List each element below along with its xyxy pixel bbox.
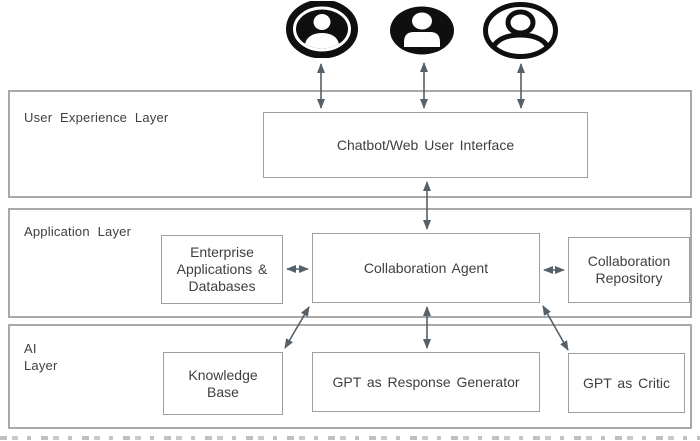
user-experience-layer-label: User Experience Layer [24, 110, 169, 125]
knowledge-base-box: Knowledge Base [163, 352, 283, 415]
collaboration-agent-label: Collaboration Agent [363, 259, 489, 276]
cropped-caption-text [0, 436, 700, 440]
chatbot-web-user-interface-box: Chatbot/Web User Interface [263, 112, 588, 178]
ai-layer-label: AI Layer [24, 341, 58, 373]
enterprise-applications-databases-label: Enterprise Applications & Databases [176, 244, 268, 294]
gpt-response-generator-label: GPT as Response Generator [332, 373, 520, 390]
user-avatar-ring-icon [286, 1, 358, 58]
application-layer-label: Application Layer [24, 224, 132, 239]
collaboration-repository-label: Collaboration Repository [587, 253, 671, 286]
knowledge-base-label: Knowledge Base [188, 366, 258, 400]
enterprise-applications-databases-box: Enterprise Applications & Databases [161, 235, 283, 304]
gpt-response-generator-box: GPT as Response Generator [312, 352, 540, 412]
collaboration-repository-box: Collaboration Repository [568, 237, 690, 303]
user-avatar-outline-icon [483, 2, 558, 59]
gpt-critic-label: GPT as Critic [583, 374, 670, 391]
user-avatar-solid-icon [390, 6, 454, 55]
gpt-critic-box: GPT as Critic [568, 353, 685, 413]
chatbot-web-user-interface-label: Chatbot/Web User Interface [336, 136, 515, 153]
collaboration-agent-box: Collaboration Agent [312, 233, 540, 303]
